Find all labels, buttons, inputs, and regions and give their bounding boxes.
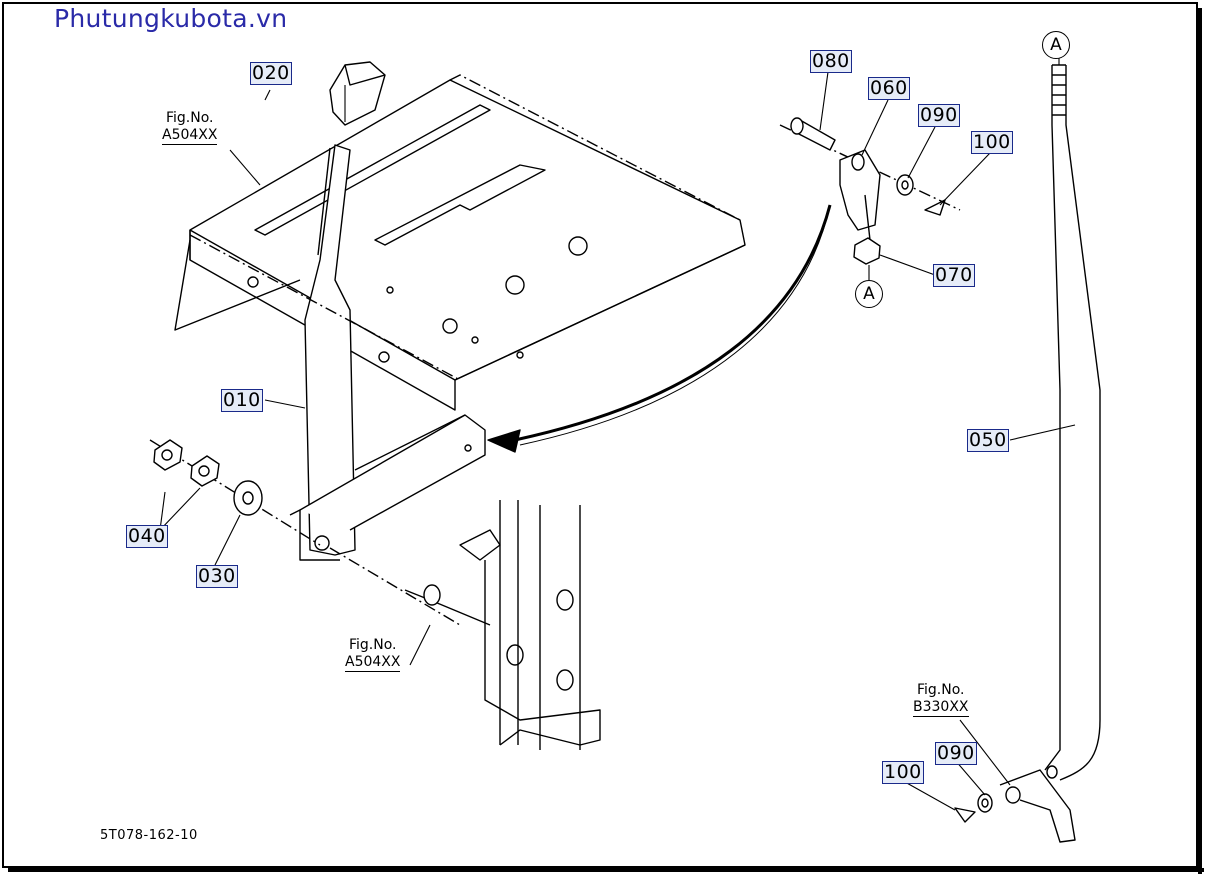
figure-ref-label: Fig.No. [348, 637, 397, 653]
part-label-020[interactable]: 020 [250, 62, 292, 85]
clevis [839, 149, 881, 231]
knob [329, 61, 386, 126]
site-watermark-title[interactable]: Phutungkubota.vn [54, 4, 288, 33]
figure-ref-number: A504XX [162, 127, 218, 145]
part-label-090-top[interactable]: 090 [918, 104, 960, 127]
nut-2 [190, 455, 220, 487]
washer [233, 480, 263, 516]
nut-1 [153, 439, 183, 471]
part-label-030[interactable]: 030 [196, 565, 238, 588]
part-label-060[interactable]: 060 [868, 77, 910, 100]
figure-ref-a504xx-bottom[interactable]: Fig.No. A504XX [345, 637, 401, 672]
part-label-010[interactable]: 010 [221, 389, 263, 412]
part-label-090-bottom[interactable]: 090 [935, 742, 977, 765]
part-label-070[interactable]: 070 [933, 264, 975, 287]
panel-plate [189, 79, 746, 411]
lever-arm [304, 144, 356, 556]
part-label-100-top[interactable]: 100 [971, 131, 1013, 154]
figure-ref-label: Fig.No. [917, 682, 965, 698]
pointer-arrow [514, 204, 832, 442]
figure-ref-a504xx-top[interactable]: Fig.No. A504XX [162, 110, 218, 145]
figure-ref-label: Fig.No. [165, 110, 214, 126]
figure-ref-number: A504XX [345, 654, 401, 672]
connector-mark-a-mid: A [855, 280, 883, 308]
drawing-code: 5T078-162-10 [100, 828, 198, 843]
control-rod [1044, 65, 1061, 771]
part-label-050[interactable]: 050 [967, 429, 1009, 452]
part-label-080[interactable]: 080 [810, 50, 852, 73]
part-label-040[interactable]: 040 [126, 525, 168, 548]
part-label-100-bottom[interactable]: 100 [882, 761, 924, 784]
connector-mark-a-top: A [1042, 31, 1070, 59]
figure-ref-number: B330XX [913, 699, 969, 717]
figure-ref-b330xx[interactable]: Fig.No. B330XX [913, 682, 969, 717]
